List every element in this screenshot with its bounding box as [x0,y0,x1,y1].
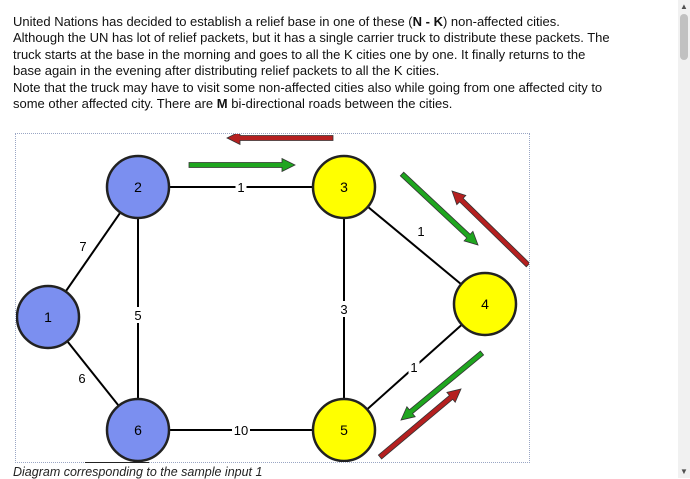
scrollbar-thumb[interactable] [680,14,688,60]
edge-label-bg-1-2 [77,238,89,254]
return-arrow-4-to-3-icon [451,190,529,268]
edge-weight-6-5: 10 [234,423,248,438]
city-node-4 [452,271,518,337]
scroll-down-arrow-icon[interactable]: ▼ [680,467,688,476]
return-arrow-5-to-4-icon [377,388,462,460]
edge-label-bg-6-5 [232,422,250,438]
city-label-5: 5 [340,422,348,438]
p1-run-1: N - K [412,14,443,29]
city-label-4: 4 [481,296,489,312]
edge-weight-3-4: 1 [417,224,424,239]
city-node-5 [311,397,377,462]
city-node-3 [311,154,377,220]
city-node-1 [16,284,81,350]
edge-weight-2-3: 1 [237,180,244,195]
edge-weight-1-6: 6 [78,371,85,386]
edge-label-bg-3-4 [415,223,427,239]
p2-run-2: bi-directional roads between the cities. [227,96,453,112]
p2-run-0: Note that the truck may have to visit so… [13,79,603,112]
caption-divider [85,462,149,463]
city-label-3: 3 [340,179,348,195]
edge-label-bg-2-3 [235,179,247,195]
city-label-1: 1 [44,309,52,325]
edge-weight-2-6: 5 [134,308,141,323]
edge-label-bg-1-6 [76,370,88,386]
city-node-6 [105,397,171,462]
edge-weight-4-5: 1 [410,360,417,375]
diagram-caption: Diagram corresponding to the sample inpu… [13,465,263,479]
city-label-6: 6 [134,422,142,438]
edge-weight-3-5: 3 [340,302,347,317]
forward-arrow-3-to-4-icon [399,171,479,246]
scroll-up-arrow-icon[interactable]: ▲ [680,2,688,11]
graph-svg: 7 6 1 5 1 3 1 10 1 2 3 4 5 6 [16,134,529,462]
edge-label-bg-4-5 [408,359,420,375]
problem-statement: United Nations has decided to establish … [13,14,613,112]
city-label-2: 2 [134,179,142,195]
p1-run-0: United Nations has decided to establish … [13,14,413,29]
city-node-2 [105,154,171,220]
edge-label-bg-3-5 [338,301,350,317]
forward-arrow-2-to-3-icon [188,157,296,173]
paragraph-note: Note that the truck may have to visit so… [13,80,613,113]
edge-label-bg-2-6 [132,307,144,323]
graph-diagram: 7 6 1 5 1 3 1 10 1 2 3 4 5 6 [15,133,530,463]
paragraph-intro: United Nations has decided to establish … [13,14,613,80]
edge-weight-1-2: 7 [79,239,86,254]
vertical-scrollbar[interactable]: ▲ ▼ [678,0,690,478]
p2-run-1: M [216,96,228,112]
forward-arrow-4-to-5-icon [400,350,485,421]
p1-run-2: ) non-affected cities. Although the UN h… [13,14,610,79]
return-arrow-3-to-2-icon [226,134,334,146]
